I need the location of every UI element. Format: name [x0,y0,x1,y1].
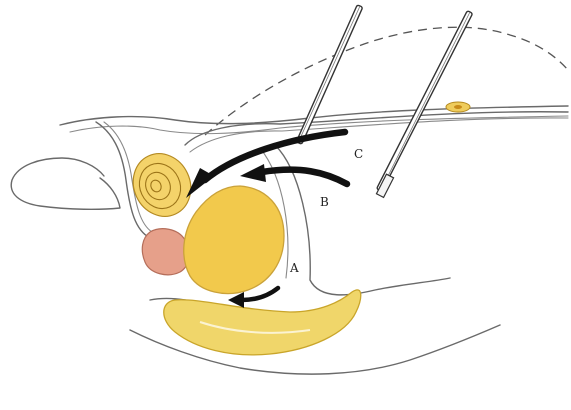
lymph-node-core [454,105,462,109]
prostate [142,229,189,275]
label-b: B [320,195,329,209]
label-c: C [354,147,363,161]
rectum [164,290,361,355]
label-a: A [289,261,299,275]
pubic-bone [11,158,120,209]
bladder [184,186,284,294]
instrument-left [296,5,362,144]
arrow-c [186,132,345,198]
seminal-vesicle-spiral [123,144,201,226]
